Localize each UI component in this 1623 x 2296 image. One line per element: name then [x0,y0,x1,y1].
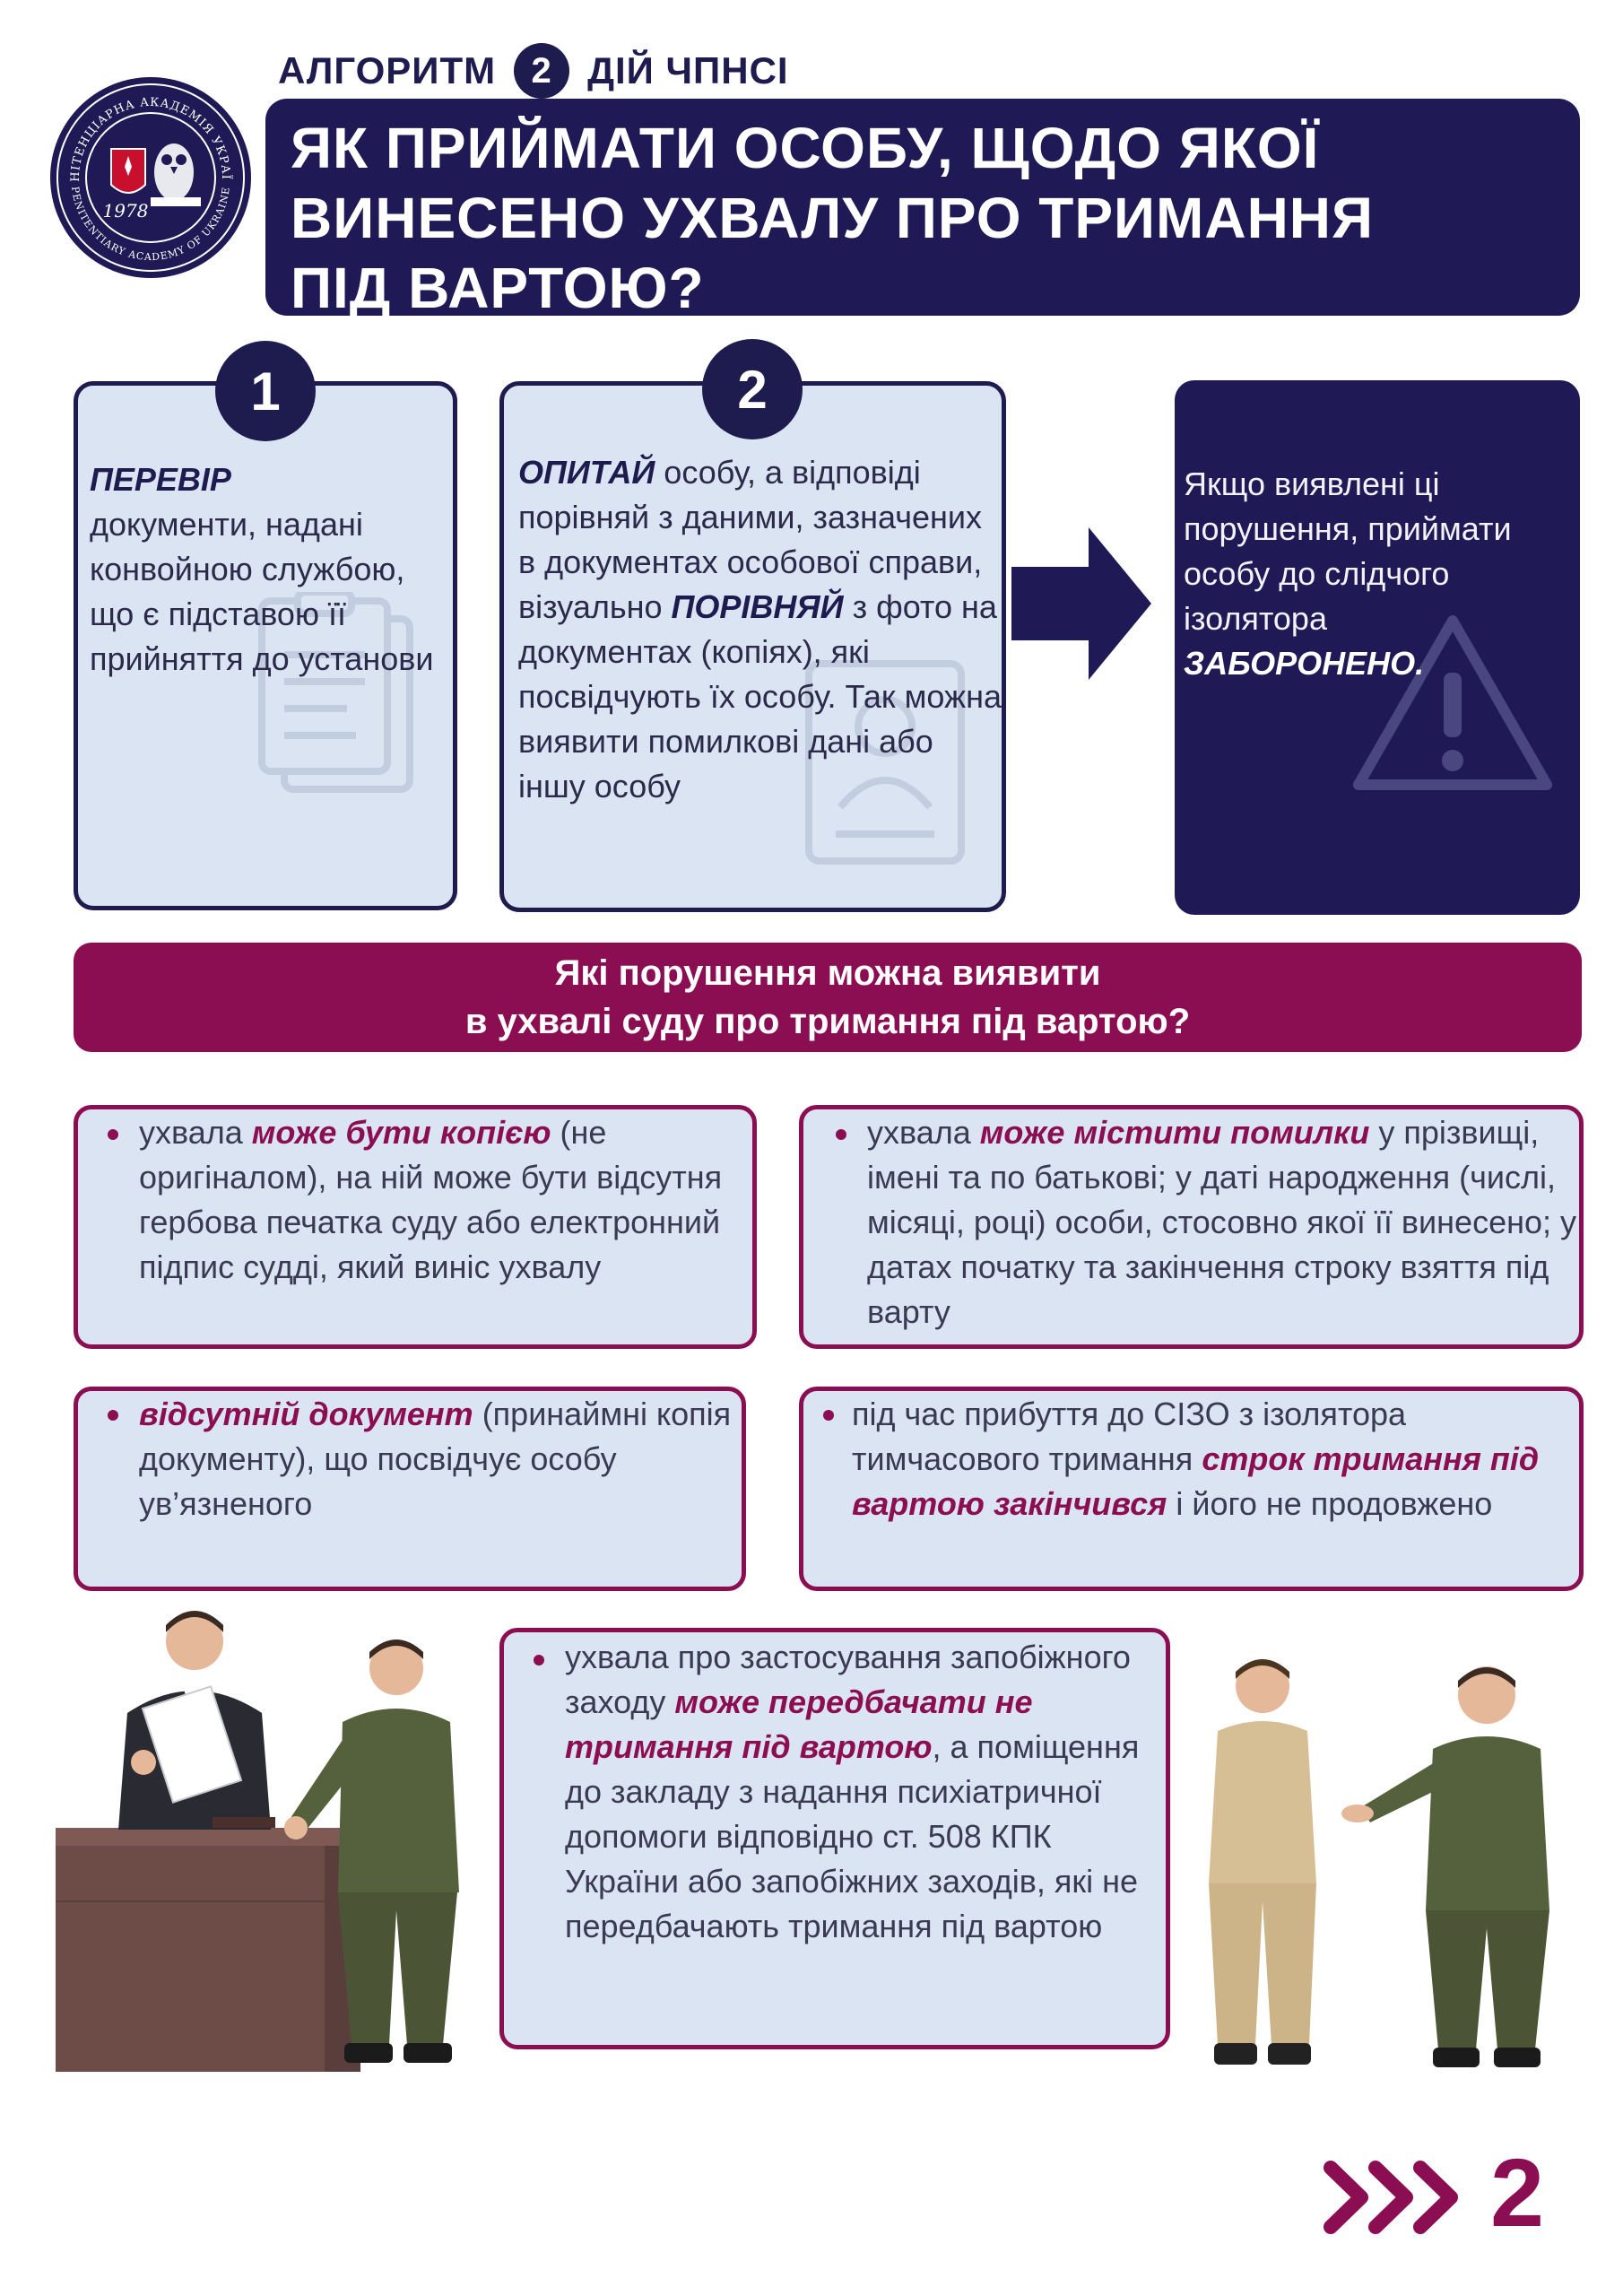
prohibition-text: Якщо виявлені ці порушення, приймати осо… [1184,462,1578,686]
bullet-dot [108,1410,118,1421]
violation-card-3 [74,1387,746,1591]
violation-2-post: у прізвищі, імені та по батькові; у даті… [867,1114,1576,1330]
violation-text-2: ухвала може містити помилки у прізвищі, … [867,1110,1580,1335]
step-2-body-a: особу, а відповіді порівняй з даними, за… [518,454,983,625]
violation-4-emph: строк тримання під вартою закінчився [852,1440,1540,1522]
document-watermark-icon [258,592,413,793]
algo-left-label: АЛГОРИТМ [278,49,497,91]
violation-text-1: ухвала може бути копією (не оригіналом),… [139,1110,749,1290]
step-1-number: 1 [215,341,316,441]
violation-2-pre: ухвала [867,1114,980,1151]
bullet-dot [823,1410,834,1421]
violation-4-pre: під час прибуття до СІЗО з ізолятора тим… [852,1396,1407,1477]
prohibition-emph: ЗАБОРОНЕНО. [1184,645,1425,682]
bullet-dot [108,1129,118,1140]
violation-text-5: ухвала про застосування запобіжного захо… [565,1635,1166,1949]
violation-1-pre: ухвала [139,1114,252,1151]
page-title: ЯК ПРИЙМАТИ ОСОБУ, ЩОДО ЯКОЇ ВИНЕСЕНО УХ… [291,113,1555,323]
step-2-body-b: з фото на документах (копіях), які посві… [518,588,1002,804]
step-1-card [74,381,457,910]
step-1-body: документи, надані конвойною службою, що … [90,506,434,677]
detainee-and-officer-illustration [1209,1659,1549,2067]
warning-triangle-icon [1353,615,1552,790]
step-2-lead: ОПИТАЙ [518,454,655,491]
algo-number-badge: 2 [514,43,570,99]
violation-1-emph: може бути копією [251,1114,551,1151]
violation-card-4 [799,1387,1584,1591]
violation-card-1 [74,1105,757,1349]
violation-card-5 [499,1628,1170,2049]
page-number: 2 [1490,2138,1545,2247]
judge-and-officer-illustration [56,1611,459,2072]
step-2-text: ОПИТАЙ особу, а відповіді порівняй з дан… [518,450,1002,809]
bullet-dot [534,1655,544,1665]
violation-text-3: відсутній документ (принаймні копія доку… [139,1392,740,1526]
bullet-dot [836,1129,846,1140]
violation-5-pre: ухвала про застосування запобіжного захо… [565,1639,1131,1720]
violation-text-4: під час прибуття до СІЗО з ізолятора тим… [852,1392,1578,1526]
step-1-lead: ПЕРЕВІР [90,461,231,498]
academy-seal-logo: ПЕНІТЕНЦІАРНА АКАДЕМІЯ УКРАЇНИ PENITENTI… [47,74,251,278]
step-2-number: 2 [702,339,803,439]
violation-4-post: і його не продовжено [1167,1485,1493,1522]
violation-3-emph: відсутній документ [139,1396,473,1432]
title-line-1: ЯК ПРИЙМАТИ ОСОБУ, ЩОДО ЯКОЇ [291,116,1320,180]
id-card-watermark-icon [805,660,965,865]
banner-line-1: Які порушення можна виявити [554,953,1101,993]
violation-3-post: (принаймні копія документу), що посвідчу… [139,1396,732,1522]
arrow-right-icon [1011,527,1151,680]
step-2-emph: ПОРІВНЯЙ [671,588,844,625]
prohibition-card [1175,380,1580,915]
violation-card-2 [799,1105,1584,1349]
title-line-3: ПІД ВАРТОЮ? [291,256,705,320]
step-1-text: ПЕРЕВІР документи, надані конвойною служ… [90,457,448,682]
prohibition-body: Якщо виявлені ці порушення, приймати осо… [1184,465,1512,637]
violation-2-emph: може містити помилки [979,1114,1370,1151]
seal-year: 1978 [103,200,149,222]
violation-5-emph: може передбачати не тримання під вартою [565,1683,1033,1765]
violation-1-post: (не оригіналом), на ній може бути відсут… [139,1114,723,1285]
page-chevrons-icon [1324,2161,1458,2234]
title-panel: ЯК ПРИЙМАТИ ОСОБУ, ЩОДО ЯКОЇ ВИНЕСЕНО УХ… [265,99,1580,320]
banner-line-2: в ухвалі суду про тримання під вартою? [464,1002,1191,1041]
algo-right-label: ДІЙ ЧПНСІ [587,49,789,91]
violations-banner: Які порушення можна виявити в ухвалі суд… [74,943,1582,1052]
title-line-2: ВИНЕСЕНО УХВАЛУ ПРО ТРИМАННЯ [291,186,1374,250]
algorithm-label: АЛГОРИТМ 2 ДІЙ ЧПНСІ [278,43,789,99]
violation-5-post: , а поміщення до закладу з надання психі… [565,1728,1140,1944]
